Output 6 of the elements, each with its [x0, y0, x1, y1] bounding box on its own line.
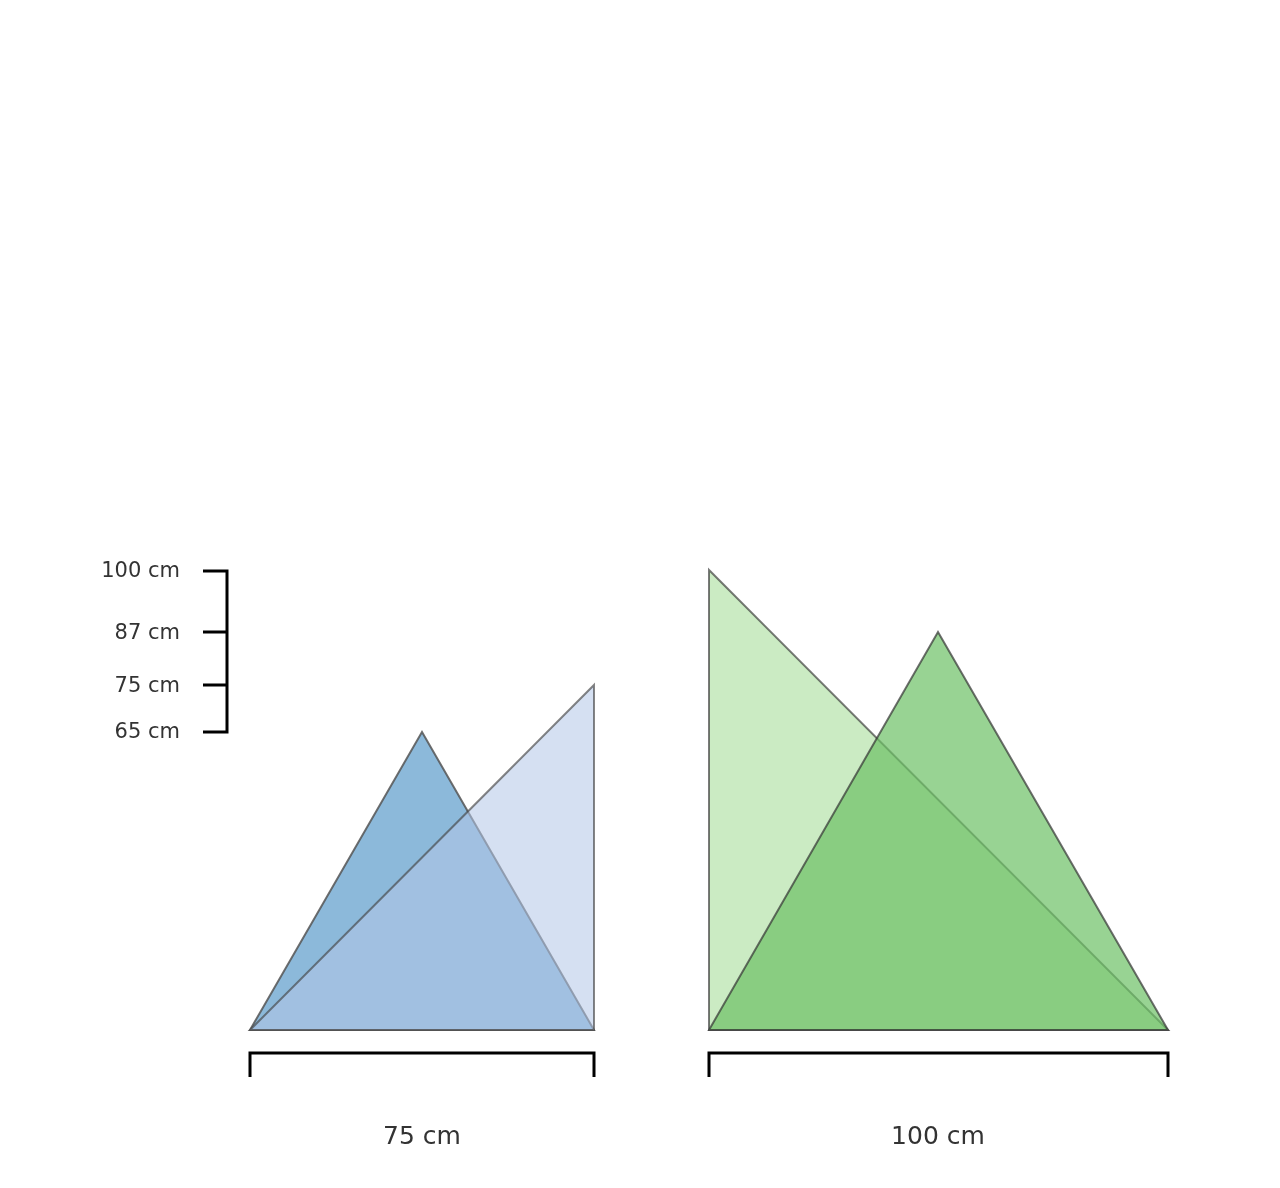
- dimension-label: 87 cm: [114, 621, 180, 643]
- dimension-label: 65 cm: [114, 720, 180, 742]
- dimension-label: 75 cm: [114, 674, 180, 696]
- dimension-label: 100 cm: [101, 559, 180, 581]
- dimension-label: 75 cm: [383, 1122, 461, 1148]
- dimension-label: 100 cm: [891, 1122, 985, 1148]
